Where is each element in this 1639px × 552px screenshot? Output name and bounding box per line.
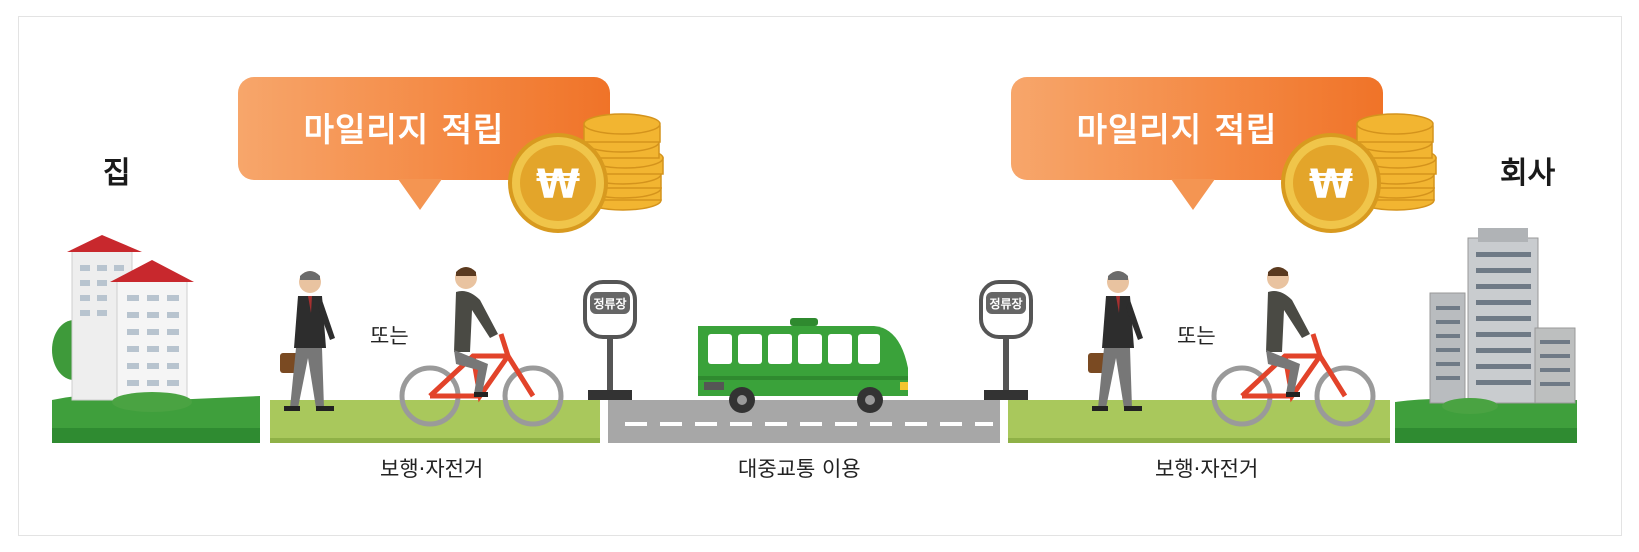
won-symbol-icon: ₩	[536, 162, 580, 208]
or-label-right: 또는	[1177, 324, 1216, 348]
home-label: 집	[103, 156, 131, 191]
road-strip	[608, 400, 1000, 443]
bus-stop-sign-icon-right: 정류장	[979, 280, 1033, 400]
coin-stack-icon: ₩	[508, 113, 664, 233]
road-dashes	[625, 422, 993, 426]
mileage-text-right: 마일리지 적립	[1076, 110, 1278, 149]
bus-stop-text: 정류장	[593, 296, 626, 311]
right-grass-strip	[1008, 400, 1390, 443]
cyclist-icon	[399, 267, 564, 427]
walking-person-icon-right	[1088, 271, 1143, 411]
won-symbol-icon-right: ₩	[1309, 162, 1353, 208]
coin-stack-icon-right: ₩	[1281, 113, 1437, 233]
mileage-text-left: 마일리지 적립	[303, 110, 505, 149]
office-label: 회사	[1500, 156, 1556, 191]
bus-stop-text-right: 정류장	[989, 296, 1022, 311]
apartment-building-icon	[52, 235, 194, 412]
segment-label-walk-bike-right: 보행·자전거	[1155, 457, 1259, 481]
or-label-left: 또는	[370, 324, 409, 348]
office-building-icon	[1429, 228, 1576, 414]
bus-icon	[698, 318, 908, 413]
bus-stop-sign-icon: 정류장	[583, 280, 637, 400]
walking-person-icon	[280, 271, 335, 411]
segment-label-walk-bike-left: 보행·자전거	[380, 457, 484, 481]
segment-label-public-transit: 대중교통 이용	[738, 457, 861, 481]
cyclist-icon-right	[1211, 267, 1376, 427]
